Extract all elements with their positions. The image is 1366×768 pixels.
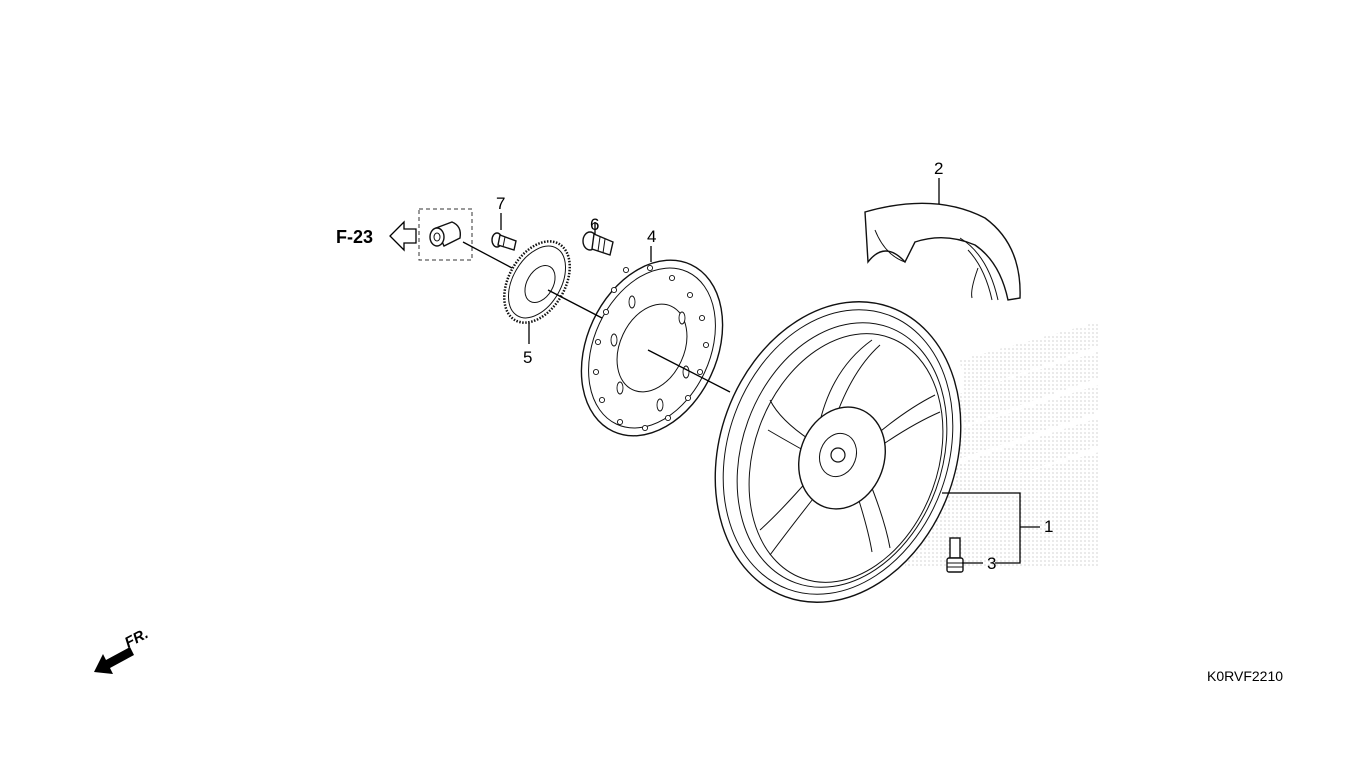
- callout-2: 2: [934, 159, 943, 178]
- rear-wheel-part[interactable]: [674, 267, 1001, 637]
- brake-disc-part[interactable]: [554, 237, 750, 459]
- callout-6: 6: [590, 215, 599, 234]
- bolt-part[interactable]: [491, 232, 517, 251]
- disc-bolt-part[interactable]: [582, 231, 614, 256]
- reference-label: F-23: [336, 227, 373, 247]
- callout-7: 7: [496, 194, 505, 213]
- diagram-code: K0RVF2210: [1207, 668, 1283, 684]
- valve-part[interactable]: [946, 537, 964, 573]
- front-direction-arrow-icon: [94, 647, 134, 674]
- reference-arrow-icon: [389, 220, 417, 252]
- leader-lines: [462, 178, 1040, 564]
- callout-3: 3: [987, 554, 996, 573]
- tire-part[interactable]: [864, 202, 1021, 301]
- pulser-ring-part[interactable]: [491, 230, 583, 334]
- direction-label: FR.: [122, 625, 151, 651]
- collar-part[interactable]: [418, 208, 473, 261]
- callout-1: 1: [1044, 517, 1053, 536]
- callout-4: 4: [647, 227, 656, 246]
- callout-5: 5: [523, 348, 532, 367]
